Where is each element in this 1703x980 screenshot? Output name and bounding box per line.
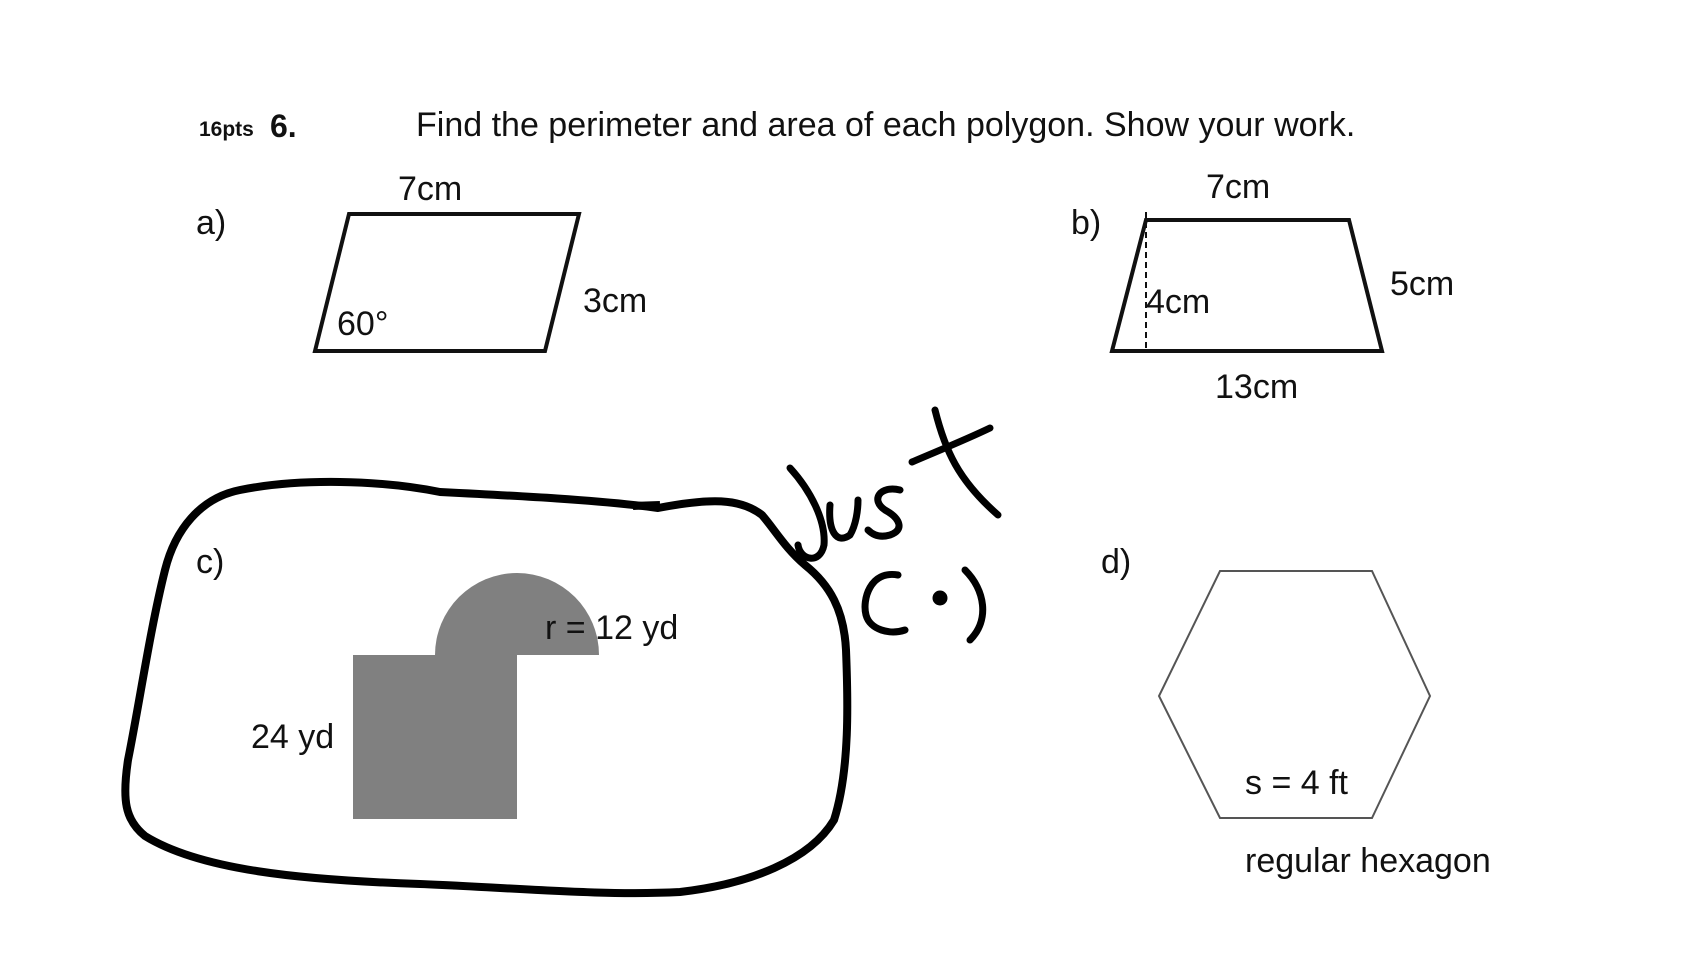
hexagon-shape	[1157, 570, 1432, 819]
composite-side-label: 24 yd	[251, 718, 335, 756]
hand-drawn-circle-annotation	[121, 477, 852, 898]
problem-b-label: b)	[1071, 204, 1102, 242]
trapezoid-bottom-base-label: 13cm	[1215, 368, 1299, 406]
trapezoid-shape	[1109, 218, 1385, 353]
trapezoid-slant-side-label: 5cm	[1390, 265, 1455, 303]
question-instruction: Find the perimeter and area of each poly…	[416, 106, 1356, 144]
parallelogram-shape	[312, 212, 582, 353]
composite-radius-label: r = 12 yd	[545, 609, 679, 647]
handwriting-c-smiley	[861, 566, 987, 644]
points-label: 16pts	[199, 118, 254, 141]
hexagon-caption: regular hexagon	[1245, 842, 1491, 880]
handwriting-just	[786, 406, 1002, 562]
question-number: 6.	[270, 108, 297, 144]
problem-a-label: a)	[196, 204, 227, 242]
trapezoid-height-label: 4cm	[1146, 283, 1211, 321]
composite-cutout	[517, 655, 601, 739]
parallelogram-slant-side-label: 3cm	[583, 282, 648, 320]
problem-c-label: c)	[196, 543, 225, 581]
problem-d-label: d)	[1101, 543, 1132, 581]
parallelogram-top-side-label: 7cm	[398, 170, 463, 208]
hexagon-side-label: s = 4 ft	[1245, 764, 1348, 802]
trapezoid-top-base-label: 7cm	[1206, 168, 1271, 206]
loop-overlap-stroke	[632, 501, 661, 510]
parallelogram-angle-label: 60°	[337, 305, 389, 343]
